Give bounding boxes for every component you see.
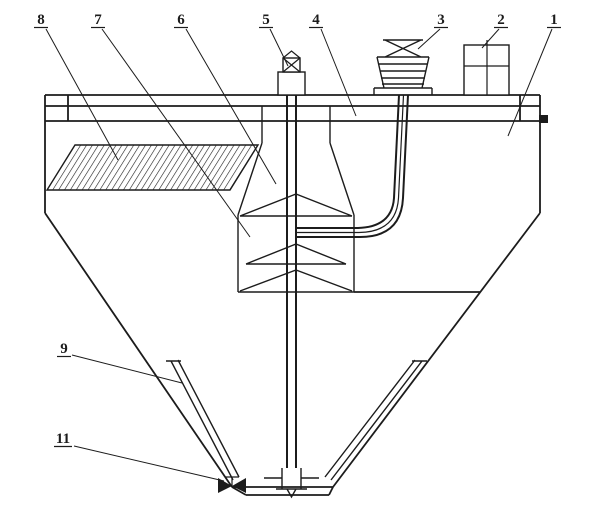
feed-pipe bbox=[297, 94, 409, 238]
callout-leader-8 bbox=[45, 28, 119, 161]
callout-label-8: 8 bbox=[37, 12, 45, 28]
callout-leader-9 bbox=[71, 354, 183, 384]
callout-label-3: 3 bbox=[437, 12, 445, 28]
callout-leader-5 bbox=[269, 28, 289, 67]
shaft-lines bbox=[286, 60, 297, 468]
feed-pipe-outer-line bbox=[297, 94, 400, 229]
shaft-cap-cross bbox=[282, 50, 301, 73]
callout-4: 4 bbox=[309, 12, 357, 117]
discharge-valve bbox=[218, 476, 246, 493]
callout-label-9: 9 bbox=[60, 341, 68, 357]
callout-label-2: 2 bbox=[497, 12, 505, 28]
feed-pipe-inner-line bbox=[297, 94, 409, 238]
callout-label-5: 5 bbox=[262, 12, 270, 28]
feed-box bbox=[463, 40, 510, 96]
callout-leader-11 bbox=[73, 445, 225, 482]
feed-pipe-center-line bbox=[297, 94, 405, 234]
callout-label-6: 6 bbox=[177, 12, 185, 28]
callout-6: 6 bbox=[174, 12, 277, 185]
callout-leader-1 bbox=[507, 28, 553, 137]
callout-label-7: 7 bbox=[94, 12, 102, 28]
callout-2: 2 bbox=[481, 12, 508, 49]
wall-mark bbox=[539, 115, 548, 123]
shaft-top-bearing-box bbox=[277, 71, 306, 96]
center-shaft bbox=[264, 50, 319, 499]
feedwell-assembly bbox=[237, 106, 355, 293]
callout-1: 1 bbox=[507, 12, 561, 137]
callout-label-1: 1 bbox=[550, 12, 558, 28]
callout-leader-2 bbox=[481, 28, 500, 49]
callout-label-4: 4 bbox=[312, 12, 320, 28]
callout-7: 7 bbox=[91, 12, 251, 238]
valve-stem bbox=[225, 476, 239, 486]
valve-right-wedge bbox=[232, 478, 246, 493]
callout-leader-3 bbox=[417, 28, 441, 50]
callout-5: 5 bbox=[259, 12, 289, 67]
callout-3: 3 bbox=[417, 12, 448, 50]
valve-left-wedge bbox=[218, 478, 232, 493]
shaft-bottom-rake bbox=[264, 468, 319, 499]
inner-cone-liner bbox=[166, 359, 427, 481]
callouts: 8 7 6 5 4 3 2 bbox=[34, 12, 561, 482]
callout-leader-4 bbox=[320, 28, 357, 117]
callout-11: 11 bbox=[54, 431, 225, 482]
lamella-plates-hatch bbox=[45, 144, 260, 191]
callout-label-11: 11 bbox=[56, 431, 70, 447]
drive-motor bbox=[373, 39, 433, 95]
callout-9: 9 bbox=[57, 341, 183, 384]
callout-leader-6 bbox=[185, 28, 277, 185]
callout-8: 8 bbox=[34, 12, 119, 161]
callout-leader-7 bbox=[101, 28, 251, 238]
feed-box-cross-lines bbox=[464, 40, 509, 95]
